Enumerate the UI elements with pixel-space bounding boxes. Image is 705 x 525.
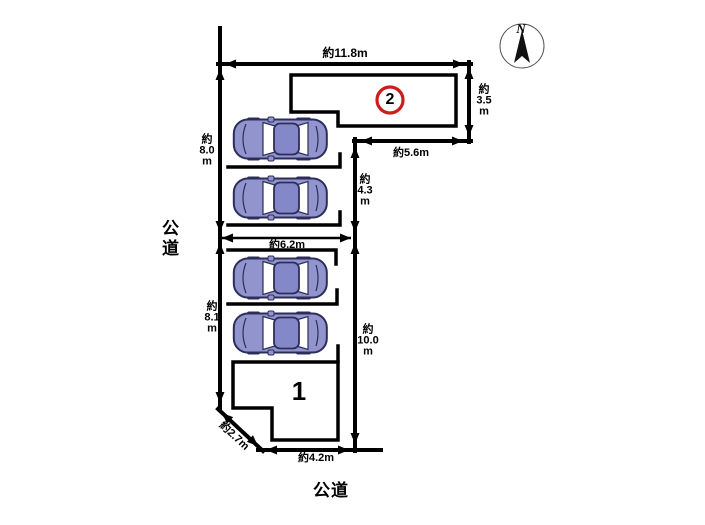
dim-line: m: [207, 322, 217, 335]
parking-stall-lines: [226, 152, 342, 363]
dim-line: 4.3: [357, 184, 373, 197]
dim-right-lower-label: 約 10.0 m: [357, 323, 379, 358]
compass-icon: [499, 23, 545, 69]
compass-north-label: N: [516, 21, 526, 36]
stall-line: [226, 248, 338, 266]
dim-left-upper-label: 約 8.0 m: [199, 133, 215, 168]
measurement-arrows: [215, 59, 474, 455]
stall-line: [226, 288, 339, 306]
dim-line: 約: [359, 173, 371, 186]
dim-left-lower-label: 約 8.1 m: [204, 300, 220, 335]
car-icon: [232, 116, 328, 162]
road-label-bottom: 公道: [313, 481, 349, 500]
dim-line: m: [479, 105, 489, 118]
dim-line: 8.0: [199, 144, 215, 157]
stall-line: [226, 210, 342, 227]
car-icon: [232, 175, 328, 221]
dim-line: 約: [362, 323, 374, 336]
dim-line: 10.0: [357, 334, 379, 347]
dim-line: 3.5: [476, 94, 492, 107]
road-label-left: 公道: [159, 219, 178, 259]
dim-line: m: [202, 155, 212, 168]
dim-line: 8.1: [204, 311, 220, 324]
lot-2-number: 2: [385, 91, 395, 108]
dim-line: 約: [201, 133, 213, 146]
dim-line: 約: [478, 83, 490, 96]
measure-diagonal-2-7: [221, 412, 259, 447]
car-icon: [232, 255, 328, 301]
car-icon: [232, 310, 328, 356]
dim-line: m: [360, 195, 370, 208]
lot-1-number: 1: [291, 376, 307, 406]
dim-line: m: [363, 345, 373, 358]
lot-2-number-circle: [375, 85, 405, 115]
dim-bottom-width-label: 約4.2m: [297, 452, 335, 464]
dim-notch-width-label: 約5.6m: [392, 147, 430, 159]
dim-inner-width-label: 約6.2m: [268, 239, 306, 251]
stall-line: [226, 152, 342, 169]
dim-top-width-label: 約11.8m: [322, 46, 368, 60]
lot-2-outline: [289, 73, 458, 128]
dim-line: 約: [206, 300, 218, 313]
dim-right-mid-label: 約 4.3 m: [357, 173, 373, 208]
dim-right-upper-label: 約 3.5 m: [476, 83, 492, 118]
lot-1-outline: [231, 360, 340, 442]
